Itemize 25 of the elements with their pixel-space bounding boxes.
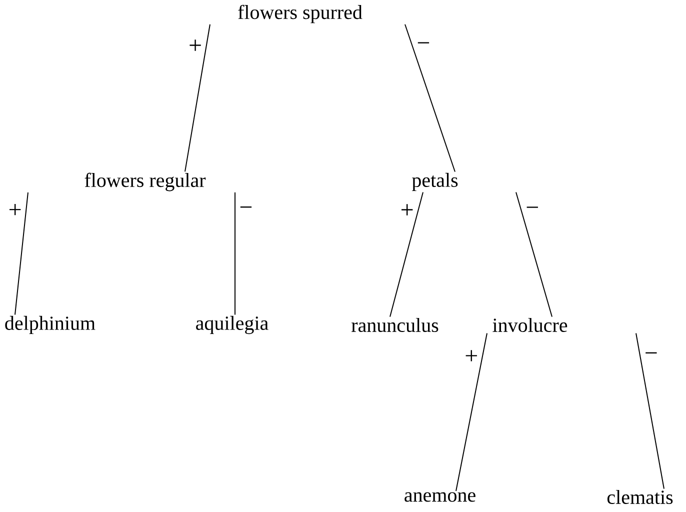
taxon-label: delphinium — [5, 316, 96, 334]
branch-line — [404, 24, 456, 172]
edge-label: − — [418, 42, 430, 44]
edge-label: + — [190, 40, 201, 51]
edge-label: + — [402, 204, 413, 216]
edge-label: − — [526, 206, 538, 208]
taxon-label: anemone — [404, 492, 476, 502]
taxon-label: flowers regular — [84, 172, 206, 192]
taxon-label: aquilegia — [196, 316, 268, 334]
branch-line — [516, 192, 552, 318]
branch-line — [184, 24, 210, 172]
branch-line — [390, 192, 424, 318]
taxon-label: petals — [412, 172, 458, 192]
branch-line — [456, 332, 488, 492]
edge-label: + — [10, 204, 21, 216]
taxon-label: clematis — [607, 490, 673, 504]
taxon-label: involucre — [492, 318, 568, 332]
edge-label: − — [646, 352, 657, 354]
branch-line — [234, 192, 236, 316]
branch-line — [636, 332, 664, 490]
taxon-label: flowers spurred — [238, 4, 362, 24]
taxon-label: ranunculus — [352, 318, 438, 332]
branch-line — [14, 192, 28, 316]
edge-label: − — [240, 206, 252, 208]
edge-label: + — [466, 350, 477, 362]
